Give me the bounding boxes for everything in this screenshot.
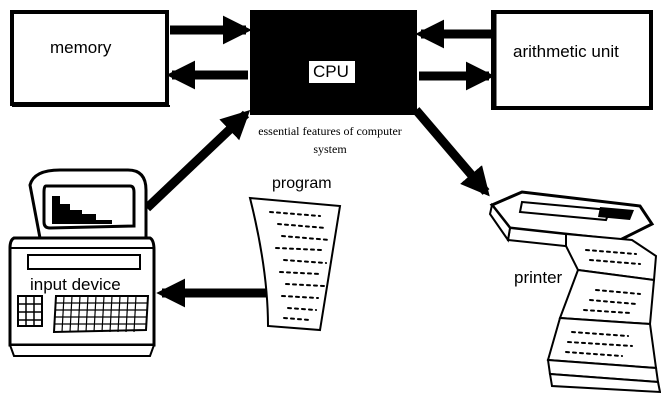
arithmetic-unit-box <box>491 10 653 110</box>
cpu-box <box>250 10 417 115</box>
arithmetic-unit-label: arithmetic unit <box>513 42 619 61</box>
printer-illustration <box>488 190 661 394</box>
program-label: program <box>272 175 332 192</box>
printer-label: printer <box>514 268 563 287</box>
input-device-illustration <box>8 168 156 357</box>
memory-label: memory <box>50 38 112 57</box>
input-device-label: input device <box>28 275 123 295</box>
diagram-caption-line2: system <box>313 142 347 156</box>
cpu-label-box <box>309 61 355 83</box>
cpu-to-printer-arrow <box>412 107 490 197</box>
diagram-caption-line1: essential features of computer <box>258 124 402 138</box>
memory-box <box>10 10 170 107</box>
cpu-label: CPU <box>313 62 349 81</box>
input-to-cpu-arrow <box>143 110 251 212</box>
program-sheet-illustration <box>248 196 342 332</box>
